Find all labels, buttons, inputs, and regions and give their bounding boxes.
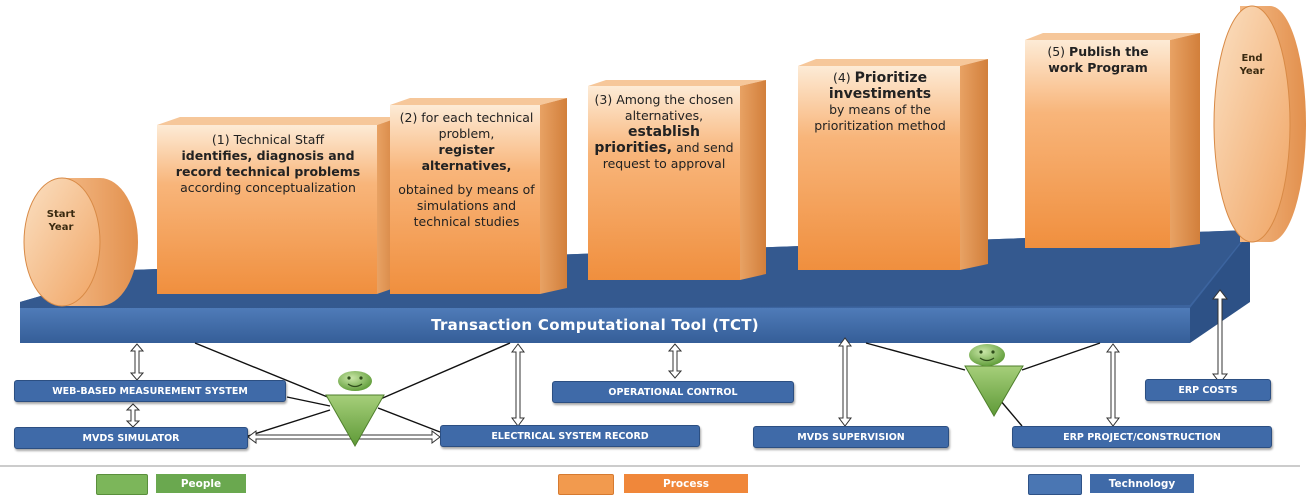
arrow-platform-supervision	[838, 337, 852, 427]
system-erp-project[interactable]: ERP PROJECT/CONSTRUCTION	[1012, 426, 1272, 448]
system-erp-project-label: ERP PROJECT/CONSTRUCTION	[1063, 431, 1221, 443]
tct-platform-label: Transaction Computational Tool (TCT)	[431, 316, 759, 334]
step-5-emphasis: Publish the work Program	[1048, 44, 1149, 75]
step-5-number: (5)	[1047, 44, 1066, 59]
system-electrical-record-label: ELECTRICAL SYSTEM RECORD	[491, 430, 649, 442]
legend-technology-swatch	[1028, 474, 1082, 495]
line-web-to-person	[286, 396, 331, 407]
step-1-emphasis: identifies, diagnosis and record technic…	[175, 148, 361, 179]
system-operational-control[interactable]: OPERATIONAL CONTROL	[552, 381, 794, 403]
system-web-measurement-label: WEB-BASED MEASUREMENT SYSTEM	[52, 385, 248, 397]
line-platform-to-person-left	[194, 342, 331, 399]
start-year-cylinder	[23, 177, 138, 307]
line-platform-to-person-right	[865, 342, 966, 371]
system-operational-control-label: OPERATIONAL CONTROL	[608, 386, 738, 398]
connector-lines	[194, 342, 1101, 437]
legend-technology-label: Technology	[1090, 474, 1194, 493]
system-electrical-record[interactable]: ELECTRICAL SYSTEM RECORD	[440, 425, 700, 447]
system-erp-costs-label: ERP COSTS	[1178, 384, 1238, 396]
step-1-text: (1) Technical Staff identifies, diagnosi…	[162, 132, 374, 196]
step-4-emphasis: Prioritize investiments	[828, 70, 932, 102]
arrow-simulator-electrical	[247, 430, 441, 444]
system-erp-costs[interactable]: ERP COSTS	[1145, 379, 1271, 401]
arrow-platform-operational	[667, 343, 683, 379]
line-simulator-to-person	[247, 409, 331, 437]
arrow-platform-electrical	[511, 343, 525, 427]
system-mvds-supervision[interactable]: MVDS SUPERVISION	[753, 426, 949, 448]
line-platform-to-person-right-2	[1021, 342, 1101, 371]
step-1-intro: (1) Technical Staff	[211, 132, 325, 147]
double-arrows	[125, 289, 1229, 444]
step-box-5	[1025, 33, 1200, 248]
start-year-label: Start Year	[46, 209, 76, 233]
step-5-text: (5) Publish the work Program	[1030, 44, 1166, 76]
step-3-emphasis: establish priorities,	[594, 124, 700, 156]
system-mvds-simulator[interactable]: MVDS SIMULATOR	[14, 427, 248, 449]
person-figure-right	[964, 344, 1024, 417]
line-platform-to-person-left-2	[377, 342, 511, 401]
arrow-platform-erp-project	[1106, 343, 1120, 427]
step-3-text: (3) Among the chosen alternatives, estab…	[594, 92, 734, 172]
legend-people-label: People	[156, 474, 246, 493]
end-year-cylinder	[1213, 5, 1306, 243]
step-2-intro: (2) for each technical problem,	[399, 110, 534, 141]
step-4-tail: by means of the prioritization method	[814, 102, 946, 133]
system-web-measurement[interactable]: WEB-BASED MEASUREMENT SYSTEM	[14, 380, 286, 402]
step-box-2	[390, 98, 567, 294]
legend-people-swatch	[96, 474, 148, 495]
step-4-text: (4) Prioritize investiments by means of …	[802, 70, 958, 134]
step-3-intro: (3) Among the chosen alternatives,	[594, 92, 734, 123]
step-3-tail: and send request to approval	[602, 140, 734, 171]
person-figure-left	[325, 371, 385, 448]
system-mvds-simulator-label: MVDS SIMULATOR	[82, 432, 180, 444]
step-2-tail: obtained by means of simulations and tec…	[398, 182, 535, 229]
step-4-number: (4)	[832, 70, 851, 85]
step-box-3	[588, 80, 766, 280]
end-year-label: End Year	[1239, 53, 1265, 77]
cropped-top-text	[0, 0, 1314, 18]
legend-process-swatch	[558, 474, 614, 495]
arrow-web-simulator	[125, 403, 141, 428]
legend-process-label: Process	[624, 474, 748, 493]
step-2-emphasis: register alternatives,	[421, 142, 512, 173]
step-2-text: (2) for each technical problem, register…	[394, 110, 539, 230]
system-mvds-supervision-label: MVDS SUPERVISION	[797, 431, 905, 443]
arrow-platform-web	[129, 343, 145, 381]
step-box-4	[798, 59, 988, 270]
step-1-tail: according conceptualization	[180, 180, 356, 195]
line-person-to-electrical	[377, 407, 441, 433]
line-person-to-erp-project	[999, 399, 1023, 427]
